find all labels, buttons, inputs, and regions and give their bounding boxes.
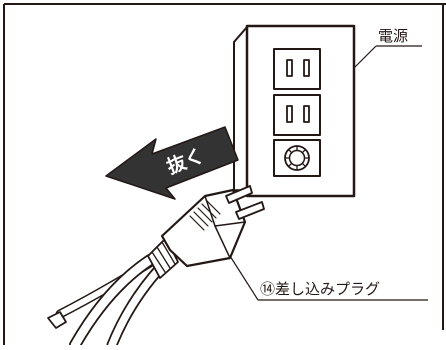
power-source-leader-line — [353, 45, 377, 69]
plug-callout: ⑭差し込みプラグ — [229, 255, 428, 301]
power-source-callout: 電源 — [353, 27, 422, 69]
power-source-label: 電源 — [378, 27, 408, 45]
wall-outlet-icon — [233, 24, 356, 198]
frame-border — [3, 3, 446, 345]
power-plug-icon — [47, 185, 265, 350]
plug-leader-line — [229, 255, 259, 301]
plug-label: ⑭差し込みプラグ — [260, 280, 380, 298]
pull-arrow-icon: 抜く — [105, 126, 239, 200]
